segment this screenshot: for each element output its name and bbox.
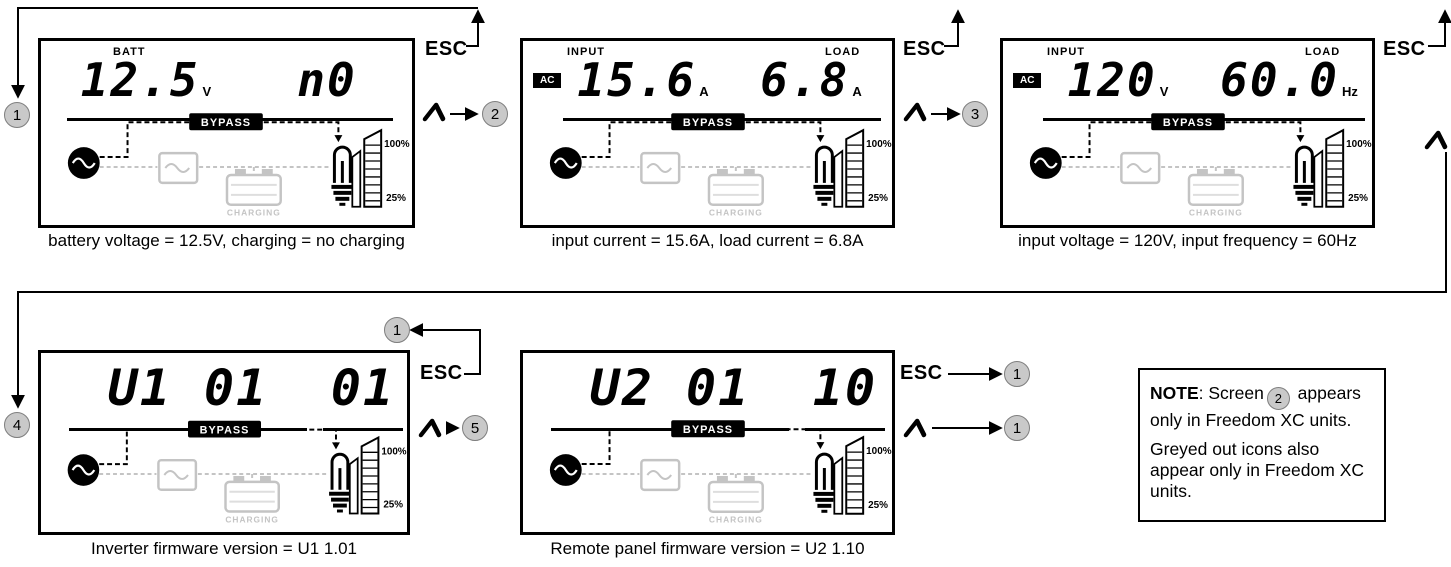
note-title: NOTE: [1150, 383, 1199, 403]
esc-button-screen1: ESC: [425, 38, 468, 60]
ac-badge: AC: [533, 73, 562, 88]
screen2-inline-badge: 2: [1266, 387, 1290, 411]
esc3-return-arrow: [1428, 9, 1451, 47]
input-voltage-unit: V: [1159, 84, 1169, 99]
lcd-screen-3: INPUT AC 120 V LOAD 60.0 Hz: [1000, 38, 1375, 228]
load-label: LOAD: [825, 46, 861, 58]
input-frequency-value-group: 60.0 Hz: [1213, 57, 1365, 121]
input-label: INPUT: [567, 46, 605, 58]
up-chevron-button-screen5: [901, 416, 930, 440]
screen2-caption: input current = 15.6A, load current = 6.…: [551, 231, 864, 250]
lcd-screen-2: INPUT AC 15.6 A LOAD 6.8 A: [520, 38, 895, 228]
screen3-number-badge: 3: [962, 101, 988, 127]
screen5-caption: Remote panel firmware version = U2 1.10: [550, 539, 865, 558]
lcd-icon-row: [1004, 111, 1373, 223]
input-frequency-unit: Hz: [1341, 84, 1358, 99]
esc-button-screen5: ESC: [900, 362, 943, 384]
input-voltage-value-group: 120 V: [1043, 57, 1193, 121]
input-frequency-value: 60.0: [1220, 53, 1339, 107]
charging-status-value: n0: [297, 53, 357, 107]
inverter-fw-left-group: U1 01: [69, 363, 307, 431]
note-line-2: Greyed out icons also appear only in Fre…: [1150, 438, 1364, 502]
return-to-screen1-badge: 1: [384, 317, 410, 343]
lcd-icon-row: [42, 111, 411, 223]
lcd-screen-1: BATT 12.5 V n0: [38, 38, 415, 228]
screen5-number-badge: 5: [462, 415, 488, 441]
screen2-number-badge: 2: [482, 101, 508, 127]
inverter-fw-right-group: 01: [323, 363, 403, 431]
esc1-return-arrow: [466, 9, 485, 47]
lcd-icon-row: [42, 418, 408, 530]
load-current-value-group: 6.8 A: [741, 57, 881, 121]
screen1-caption: battery voltage = 12.5V, charging = no c…: [48, 231, 405, 250]
screen1-number-badge: 1: [4, 102, 30, 128]
up-chevron-button-screen4: [416, 416, 445, 440]
return-to-screen1-badge: 1: [1004, 415, 1030, 441]
charging-status-value-group: n0: [261, 57, 393, 121]
lcd-icon-row: [524, 418, 893, 530]
batt-label: BATT: [113, 46, 146, 58]
remote-fw-prefix-value: U2 01: [589, 359, 751, 417]
esc-button-screen2: ESC: [903, 38, 946, 60]
load-current-unit: A: [852, 84, 862, 99]
input-voltage-value: 120: [1067, 53, 1157, 107]
input-label: INPUT: [1047, 46, 1085, 58]
lcd-icon-row: [524, 111, 893, 223]
esc-button-screen3: ESC: [1383, 38, 1426, 60]
inverter-fw-minor-value: 01: [330, 359, 396, 417]
return-to-screen1-badge: 1: [1004, 361, 1030, 387]
remote-fw-minor-value: 10: [812, 359, 878, 417]
lcd-screen-4: U1 01 01: [38, 350, 410, 535]
up-chevron-button-screen3: [1422, 128, 1451, 152]
input-current-value: 15.6: [577, 53, 697, 107]
up-chevron-button-screen1: [420, 100, 449, 124]
battery-voltage-unit: V: [202, 84, 212, 99]
load-current-value: 6.8: [760, 53, 850, 107]
input-current-value-group: 15.6 A: [563, 57, 723, 121]
remote-fw-right-group: 10: [805, 363, 885, 431]
esc2-return-arrow: [944, 9, 965, 47]
screen3-caption: input voltage = 120V, input frequency = …: [1018, 231, 1357, 250]
load-label: LOAD: [1305, 46, 1341, 58]
up-chevron-button-screen2: [901, 100, 930, 124]
screen4-number-badge: 4: [4, 412, 30, 438]
note-text: appears only in Freedom XC units.: [1150, 383, 1361, 431]
input-current-unit: A: [699, 84, 709, 99]
note-text: : Screen: [1198, 383, 1264, 403]
esc-button-screen4: ESC: [420, 362, 463, 384]
inverter-fw-prefix-value: U1 01: [107, 359, 269, 417]
screen4-caption: Inverter firmware version = U1 1.01: [91, 539, 357, 558]
ac-badge: AC: [1013, 73, 1042, 88]
battery-voltage-value: 12.5: [80, 53, 200, 107]
lcd-screen-5: U2 01 10: [520, 350, 895, 535]
battery-voltage-value-group: 12.5 V: [67, 57, 225, 121]
